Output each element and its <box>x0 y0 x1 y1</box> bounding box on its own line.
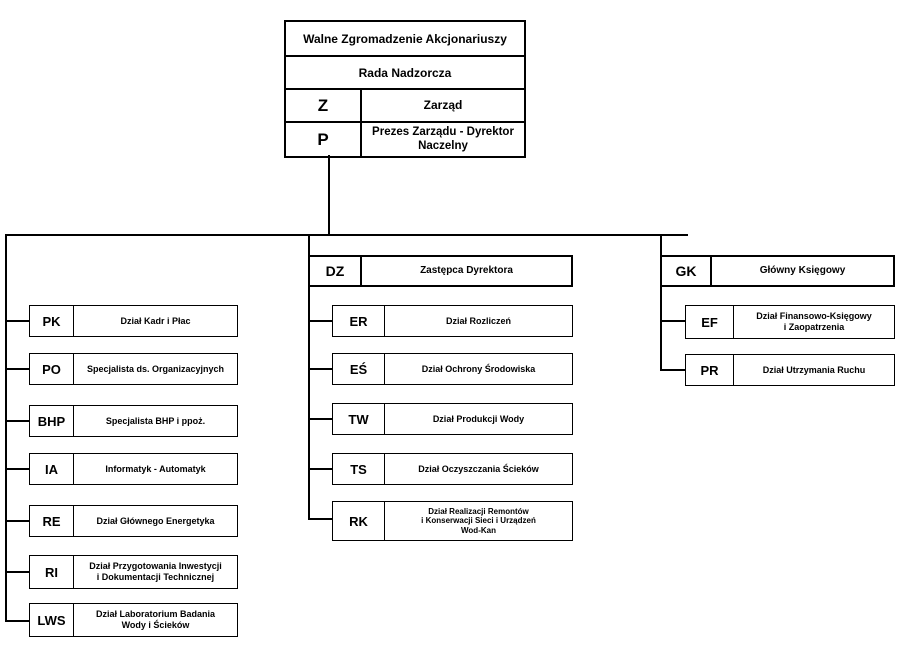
connector-trunk <box>328 155 330 235</box>
department-label: Dział Utrzymania Ruchu <box>762 364 866 375</box>
connector-left-tick <box>5 571 30 573</box>
department-code: TS <box>333 454 385 484</box>
department-label: Dział Przygotowania Inwestycji i Dokumen… <box>89 561 222 582</box>
department-node-rk: RK Dział Realizacji Remontów i Konserwac… <box>332 501 573 541</box>
connector-left-tick <box>5 420 30 422</box>
connector-left-tick <box>5 468 30 470</box>
connector-horizontal-bus <box>5 234 688 236</box>
department-node-pk: PK Dział Kadr i Płac <box>29 305 238 337</box>
department-code: TW <box>333 404 385 434</box>
department-node-re: RE Dział Głównego Energetyka <box>29 505 238 537</box>
department-node-ts: TS Dział Oczyszczania Ścieków <box>332 453 573 485</box>
department-label: Dział Głównego Energetyka <box>96 515 215 526</box>
connector-middle-tick <box>308 320 333 322</box>
department-label: Dział Kadr i Płac <box>120 315 191 326</box>
department-code: RE <box>30 506 74 536</box>
deputy-director-node: DZ Zastępca Dyrektora <box>308 255 573 287</box>
supervisory-board-label: Rada Nadzorcza <box>358 65 452 80</box>
board-node: Z Zarząd <box>286 90 524 123</box>
department-code: PR <box>686 355 734 385</box>
department-node-ri: RI Dział Przygotowania Inwestycji i Doku… <box>29 555 238 589</box>
president-node: P Prezes Zarządu - Dyrektor Naczelny <box>286 123 524 156</box>
department-node-ia: IA Informatyk - Automatyk <box>29 453 238 485</box>
chief-accountant-node: GK Główny Księgowy <box>660 255 895 287</box>
department-code: PO <box>30 354 74 384</box>
department-code: EF <box>686 306 734 338</box>
connector-left-tick <box>5 520 30 522</box>
connector-left-tick <box>5 368 30 370</box>
connector-left-tick <box>5 320 30 322</box>
department-node-ef: EF Dział Finansowo-Księgowy i Zaopatrzen… <box>685 305 895 339</box>
department-code: RI <box>30 556 74 588</box>
deputy-director-code: DZ <box>310 257 362 285</box>
department-code: BHP <box>30 406 74 436</box>
chief-accountant-code: GK <box>662 257 712 285</box>
department-label: Specjalista BHP i ppoż. <box>105 415 206 426</box>
supervisory-board-node: Rada Nadzorcza <box>286 57 524 90</box>
connector-right-drop <box>660 234 662 255</box>
connector-right-tick <box>660 369 686 371</box>
department-label: Informatyk - Automatyk <box>105 463 206 474</box>
connector-right-spine <box>660 286 662 371</box>
connector-left-tick <box>5 620 30 622</box>
department-node-lws: LWS Dział Laboratorium Badania Wody i Śc… <box>29 603 238 637</box>
department-code: ER <box>333 306 385 336</box>
department-node-es: EŚ Dział Ochrony Środowiska <box>332 353 573 385</box>
department-code: EŚ <box>333 354 385 384</box>
connector-middle-drop <box>308 234 310 255</box>
president-label: Prezes Zarządu - Dyrektor Naczelny <box>372 125 514 152</box>
department-node-pr: PR Dział Utrzymania Ruchu <box>685 354 895 386</box>
connector-middle-tick <box>308 518 333 520</box>
connector-middle-tick <box>308 368 333 370</box>
department-label: Dział Finansowo-Księgowy i Zaopatrzenia <box>756 311 872 332</box>
department-code: RK <box>333 502 385 540</box>
department-label: Dział Realizacji Remontów i Konserwacji … <box>421 506 536 535</box>
board-label: Zarząd <box>423 98 463 113</box>
department-node-tw: TW Dział Produkcji Wody <box>332 403 573 435</box>
connector-middle-tick <box>308 468 333 470</box>
department-node-bhp: BHP Specjalista BHP i ppoż. <box>29 405 238 437</box>
department-node-er: ER Dział Rozliczeń <box>332 305 573 337</box>
department-code: IA <box>30 454 74 484</box>
board-code: Z <box>286 90 362 121</box>
general-meeting-label: Walne Zgromadzenie Akcjonariuszy <box>303 31 507 46</box>
general-meeting-node: Walne Zgromadzenie Akcjonariuszy <box>286 22 524 57</box>
department-label: Specjalista ds. Organizacyjnych <box>86 363 225 374</box>
department-label: Dział Produkcji Wody <box>432 413 525 424</box>
department-node-po: PO Specjalista ds. Organizacyjnych <box>29 353 238 385</box>
department-label: Dział Ochrony Środowiska <box>421 363 536 374</box>
president-code: P <box>286 123 362 156</box>
department-label: Dział Laboratorium Badania Wody i Ściekó… <box>95 609 216 630</box>
connector-right-tick <box>660 320 686 322</box>
connector-middle-tick <box>308 418 333 420</box>
deputy-director-label: Zastępca Dyrektora <box>420 265 513 276</box>
connector-middle-spine <box>308 286 310 520</box>
department-code: PK <box>30 306 74 336</box>
chief-accountant-label: Główny Księgowy <box>759 265 846 276</box>
top-management-block: Walne Zgromadzenie Akcjonariuszy Rada Na… <box>284 20 526 158</box>
department-label: Dział Oczyszczania Ścieków <box>418 463 539 474</box>
department-label: Dział Rozliczeń <box>445 315 511 326</box>
department-code: LWS <box>30 604 74 636</box>
connector-left-spine <box>5 234 7 622</box>
